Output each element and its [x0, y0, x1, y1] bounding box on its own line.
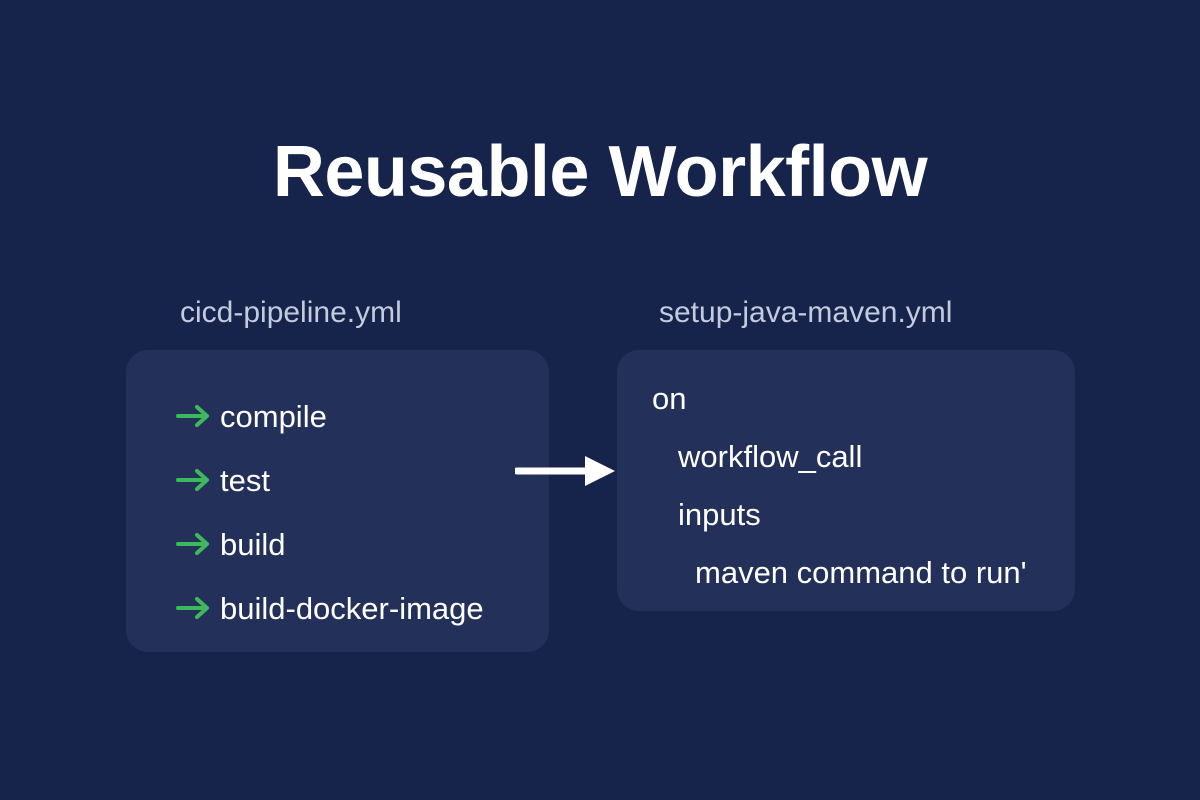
page-title: Reusable Workflow: [272, 132, 928, 212]
yaml-block: on workflow_call inputs maven command to…: [652, 383, 1067, 588]
caller-file-label: cicd-pipeline.yml: [180, 296, 402, 329]
job-name: build-docker-image: [220, 590, 484, 626]
called-file-label: setup-java-maven.yml: [659, 296, 953, 329]
arrow-right-icon: [176, 532, 220, 556]
yaml-line-input-description: maven command to run': [695, 555, 1027, 590]
workflow-call-connector-arrow-icon: [515, 452, 619, 490]
job-item-build-docker-image: build-docker-image: [176, 576, 549, 640]
job-item-test: test: [176, 448, 549, 512]
job-list: compile test build: [176, 384, 549, 640]
arrow-right-icon: [176, 596, 220, 620]
job-item-compile: compile: [176, 384, 549, 448]
job-item-build: build: [176, 512, 549, 576]
yaml-line-inputs: inputs: [678, 497, 761, 532]
job-name: test: [220, 462, 270, 498]
arrow-right-icon: [176, 468, 220, 492]
caller-workflow-card: compile test build: [126, 350, 549, 652]
arrow-right-icon: [176, 404, 220, 428]
called-workflow-card: on workflow_call inputs maven command to…: [617, 350, 1075, 611]
job-name: compile: [220, 398, 327, 434]
job-name: build: [220, 526, 286, 562]
yaml-line-workflow-call: workflow_call: [678, 439, 863, 474]
yaml-line-on: on: [652, 381, 687, 416]
